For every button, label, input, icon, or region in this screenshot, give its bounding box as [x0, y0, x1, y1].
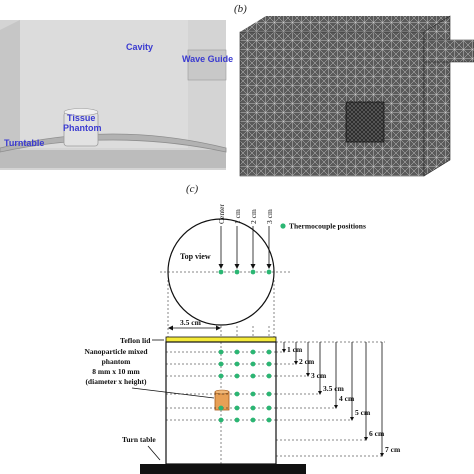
thermocouple-dot	[218, 373, 224, 379]
mesh-wave-guide	[423, 39, 474, 63]
panel-b-letter: (b)	[234, 3, 247, 15]
turn-table-arrow	[147, 445, 161, 461]
teflon-label: Teflon lid	[120, 336, 151, 345]
wave-guide-label: Wave Guide	[182, 54, 233, 64]
depth-label-6cm: 6 cm	[369, 429, 385, 438]
depth-arrowhead	[350, 417, 354, 421]
mesh-top-face	[240, 16, 450, 32]
tissue-label: Tissue	[67, 113, 95, 123]
thermocouple-dot	[234, 373, 240, 379]
depth-label-3-5cm: 3.5 cm	[323, 384, 345, 393]
column-label-center: Center	[217, 204, 226, 224]
nanoparticle-phantom-top	[214, 389, 230, 395]
thermocouple-dot	[266, 373, 272, 379]
legend-dot	[280, 223, 286, 229]
top-view-dot	[218, 269, 224, 275]
panel-c-letter: (c)	[186, 183, 199, 195]
thermocouple-dot	[250, 373, 256, 379]
width-arrowhead-right	[216, 325, 221, 331]
width-label: 3.5 cm	[180, 318, 202, 327]
width-arrowhead-left	[168, 325, 173, 331]
phantom-label: Phantom	[63, 123, 102, 133]
thermocouple-dot	[218, 405, 224, 411]
phantom-desc-line: Nanoparticle mixed	[84, 347, 148, 356]
thermocouple-dot	[266, 405, 272, 411]
thermocouple-dot	[250, 405, 256, 411]
phantom-desc-arrow	[131, 387, 215, 399]
depth-arrowhead	[306, 373, 310, 377]
panel-b: (b)	[234, 3, 474, 177]
legend-text: Thermocouple positions	[289, 222, 366, 231]
thermocouple-dot	[250, 417, 256, 423]
thermocouple-dot	[266, 361, 272, 367]
thermocouple-dot	[218, 349, 224, 355]
teflon-lid	[165, 336, 277, 343]
depth-label-4cm: 4 cm	[339, 394, 355, 403]
depth-label-1cm: 1 cm	[287, 345, 303, 354]
thermocouple-dot	[266, 349, 272, 355]
cavity-floor	[0, 150, 226, 168]
arrowhead-2cm	[250, 264, 256, 269]
depth-label-5cm: 5 cm	[355, 408, 371, 417]
thermocouple-dot	[234, 349, 240, 355]
panel-a: Cavity Wave Guide Tissue Phantom Turntab…	[0, 20, 233, 170]
thermocouple-dot	[250, 361, 256, 367]
top-view-dot	[266, 269, 272, 275]
thermocouple-dot	[218, 417, 224, 423]
arrowhead-3cm	[266, 264, 272, 269]
thermocouple-dot	[218, 361, 224, 367]
cavity-interior	[20, 20, 188, 148]
mesh-phantom	[345, 101, 385, 143]
depth-arrowhead	[380, 453, 384, 457]
phantom-desc-line: phantom	[102, 357, 132, 366]
depth-label-2cm: 2 cm	[299, 357, 315, 366]
arrowhead-center	[218, 264, 224, 269]
thermocouple-dot	[234, 417, 240, 423]
panel-c: (c) Center 1 cm 2 cm 3 cm Thermocouple p…	[84, 183, 401, 474]
depth-label-7cm: 7 cm	[385, 445, 401, 454]
depth-arrowhead	[334, 405, 338, 409]
turn-table-base	[140, 464, 306, 474]
top-view-dot	[234, 269, 240, 275]
thermocouple-dot	[250, 391, 256, 397]
thermocouple-dot	[234, 361, 240, 367]
depth-arrowhead	[294, 361, 298, 365]
thermocouple-dot	[234, 391, 240, 397]
mesh-front-face	[239, 31, 425, 177]
thermocouple-dot	[234, 405, 240, 411]
phantom-desc-line: (diameter x height)	[85, 377, 147, 386]
column-label-3cm: 3 cm	[265, 209, 274, 224]
thermocouple-dot	[266, 417, 272, 423]
top-view-dot	[250, 269, 256, 275]
tissue-phantom-top	[63, 108, 99, 116]
wave-guide-shape	[187, 49, 227, 81]
thermocouple-dot	[266, 391, 272, 397]
column-label-1cm: 1 cm	[233, 209, 242, 224]
phantom-desc-line: 8 mm x 10 mm	[92, 367, 140, 376]
turntable-label: Turntable	[4, 138, 44, 148]
turn-table-label: Turn table	[122, 435, 156, 444]
depth-arrowhead	[282, 349, 286, 353]
depth-arrowhead	[318, 391, 322, 395]
top-view-label: Top view	[180, 252, 211, 261]
arrowhead-1cm	[234, 264, 240, 269]
column-label-2cm: 2 cm	[249, 209, 258, 224]
depth-label-3cm: 3 cm	[311, 371, 327, 380]
depth-arrowhead	[364, 437, 368, 441]
cavity-left-face	[0, 20, 20, 165]
thermocouple-dot	[250, 349, 256, 355]
cavity-label: Cavity	[126, 42, 153, 52]
